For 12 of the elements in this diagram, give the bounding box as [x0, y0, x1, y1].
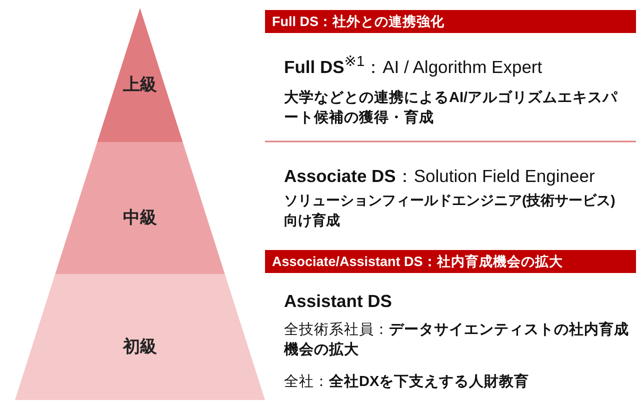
role-title: Full DS$^{※1}$：AI / Algorithm Expert [284, 53, 544, 79]
section-banner: Associate/Assistant DS：社内育成機会の拡大 [265, 250, 636, 273]
section-banner: Full DS：社外との連携強化 [265, 10, 636, 33]
role-title: Assistant DS [284, 290, 393, 313]
role-title: Associate DS：Solution Field Engineer [284, 165, 596, 188]
level-label: 初級 [123, 336, 157, 358]
role-description: ソリューションフィールドエンジニア(技術サービス)向け育成 [284, 191, 616, 230]
role-description: 全社：全社DXを下支えする人財教育 [284, 372, 530, 392]
level-label: 中級 [123, 207, 157, 229]
role-description: 全技術系社員：データサイエンティストの社内育成機会の拡大 [284, 320, 629, 360]
role-description: 大学などとの連携によるAI/アルゴリズムエキスパート候補の獲得・育成 [284, 88, 619, 128]
level-label: 上級 [123, 74, 157, 96]
